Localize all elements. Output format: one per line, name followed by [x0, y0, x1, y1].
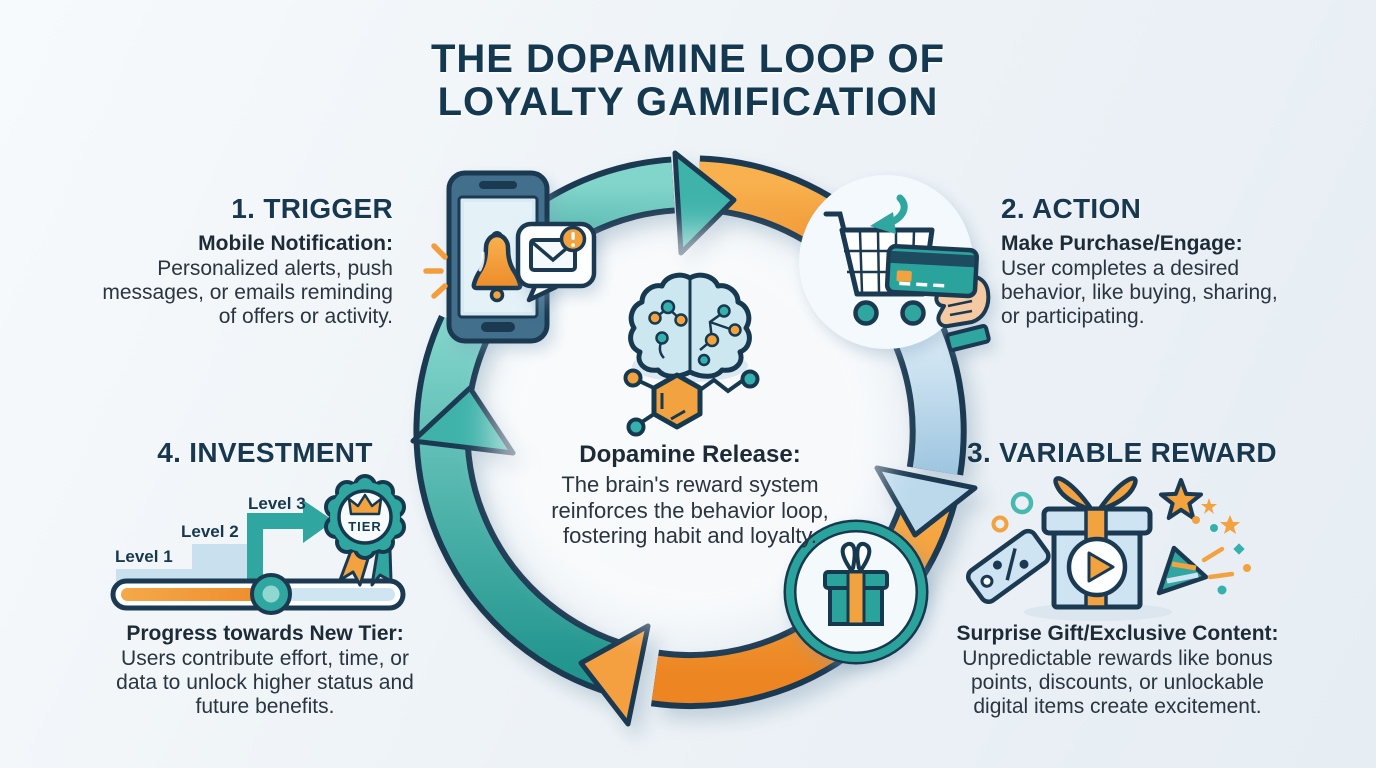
action-heading: 2. ACTION — [1001, 193, 1142, 224]
section-action: 2. ACTION Make Purchase/Engage: User com… — [1001, 193, 1301, 329]
section-investment-heading: 4. INVESTMENT — [105, 437, 425, 469]
section-variable-reward-heading: 3. VARIABLE REWARD — [952, 437, 1292, 469]
reward-icons — [965, 476, 1251, 621]
star-icon — [1159, 478, 1203, 520]
gift-icon — [823, 541, 889, 626]
add-to-cart-arrow-icon — [870, 194, 908, 234]
level-2-label: Level 2 — [181, 522, 239, 541]
crown-icon — [347, 493, 383, 516]
dopamine-molecule-icon — [623, 368, 760, 437]
phone-notification-icon — [446, 170, 550, 344]
right-arrow-icon — [672, 150, 737, 256]
teal-ring-icon — [1010, 491, 1034, 515]
title-line-1: THE DOPAMINE LOOP OF — [430, 37, 946, 81]
action-subheading: Make Purchase/Engage: — [1001, 232, 1243, 255]
investment-body: Users contribute effort, time, or data t… — [116, 647, 414, 718]
investment-heading: 4. INVESTMENT — [157, 437, 373, 468]
gift-box-icon — [1041, 476, 1153, 610]
section-variable-reward-body: Surprise Gift/Exclusive Content: Unpredi… — [945, 622, 1290, 719]
level-3-label: Level 3 — [248, 494, 306, 513]
center-caption: Dopamine Release: The brain's reward sys… — [525, 441, 855, 549]
center-body: The brain's reward system reinforces the… — [551, 472, 829, 549]
price-tag-icon — [965, 528, 1051, 604]
center-heading: Dopamine Release: — [579, 441, 801, 468]
title-line-2: LOYALTY GAMIFICATION — [437, 80, 939, 125]
alert-sparks-icon — [423, 243, 448, 299]
message-bubble-icon — [515, 221, 597, 303]
trigger-heading: 1. TRIGGER — [231, 193, 393, 224]
page-title: THE DOPAMINE LOOP OF LOYALTY GAMIFICATIO… — [0, 37, 1376, 125]
trigger-subheading: Mobile Notification: — [198, 232, 393, 255]
variable-reward-body: Unpredictable rewards like bonus points,… — [962, 647, 1273, 718]
investment-diagram: TIER — [110, 474, 406, 615]
progress-fill — [121, 588, 269, 601]
progress-remaining — [269, 588, 395, 601]
progress-bar — [110, 573, 406, 615]
investment-subheading: Progress towards New Tier: — [126, 622, 404, 645]
credit-card-hand-icon — [884, 243, 991, 352]
alert-badge-icon — [559, 225, 587, 253]
brain-icon — [628, 272, 752, 382]
section-investment-body: Progress towards New Tier: Users contrib… — [103, 622, 427, 719]
level-1-label: Level 1 — [115, 547, 173, 566]
party-popper-icon — [1156, 498, 1251, 596]
orange-ring-icon — [991, 515, 1009, 533]
section-trigger: 1. TRIGGER Mobile Notification: Personal… — [95, 193, 393, 329]
tier-badge-icon: TIER — [324, 474, 406, 587]
notification-bell-icon — [471, 231, 523, 303]
tier-badge-label: TIER — [348, 519, 382, 534]
trigger-body: Personalized alerts, push messages, or e… — [102, 257, 393, 328]
action-body: User completes a desired behavior, like … — [1001, 257, 1278, 328]
down-arrow-icon — [874, 465, 978, 538]
cart-circle — [799, 175, 991, 352]
left-arrow-icon — [578, 623, 651, 727]
center-glow — [490, 230, 890, 630]
play-icon — [1066, 536, 1128, 598]
variable-reward-subheading: Surprise Gift/Exclusive Content: — [956, 622, 1279, 645]
variable-reward-heading: 3. VARIABLE REWARD — [967, 437, 1277, 468]
gift-loop-icon — [783, 519, 929, 665]
